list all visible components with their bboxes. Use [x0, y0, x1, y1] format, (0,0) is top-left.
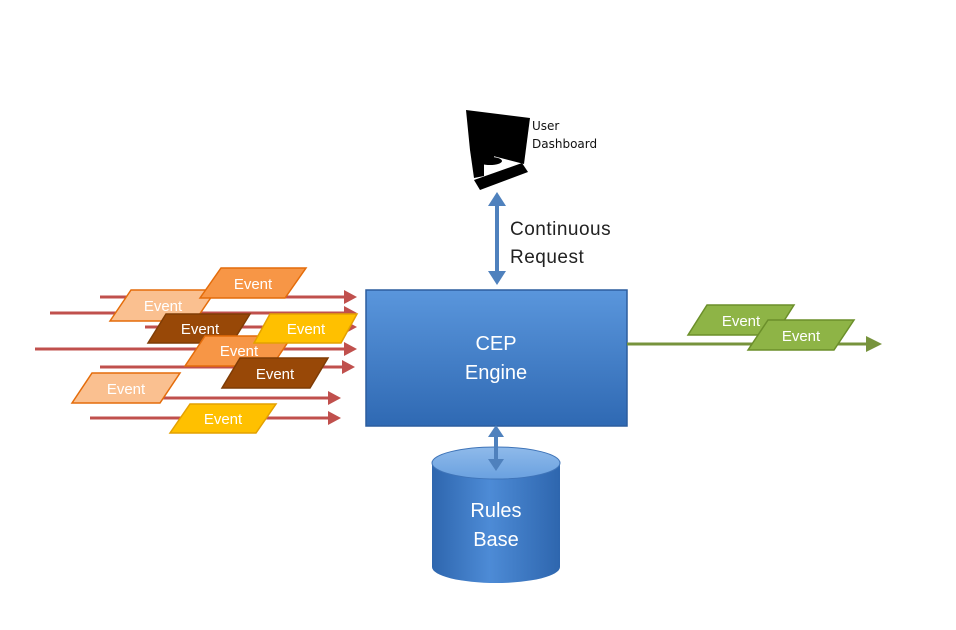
output-event-label: Event [782, 328, 821, 345]
input-arrow-head [328, 411, 341, 425]
input-event-label: Event [287, 321, 326, 338]
request-double-arrow [488, 192, 506, 285]
input-arrow-head [344, 342, 357, 356]
input-event-label: Event [220, 343, 259, 360]
output-event-box: Event [746, 319, 856, 351]
rules-label-line2: Base [473, 529, 519, 551]
input-event-box: Event [70, 372, 182, 404]
input-event-box: Event [168, 403, 278, 434]
output-event-label: Event [722, 313, 761, 330]
engine-label-line1: CEP [475, 333, 516, 355]
request-label-line1: Continuous [510, 219, 611, 240]
rules-label-line1: Rules [470, 500, 521, 522]
input-event-label: Event [144, 298, 183, 315]
input-event-label: Event [256, 366, 295, 383]
rules-double-arrow [488, 425, 504, 471]
input-arrow-head [344, 290, 357, 304]
input-event-box: Event [198, 267, 308, 299]
dashboard-label-line2: Dashboard [532, 137, 597, 151]
input-event-label: Event [181, 321, 220, 338]
input-arrow-head [342, 360, 355, 374]
dashboard-label-line1: User [532, 119, 559, 133]
input-event-label: Event [204, 411, 243, 428]
request-label-line2: Request [510, 247, 584, 268]
cep-engine-box: CEP Engine [365, 289, 628, 427]
input-arrow-head [328, 391, 341, 405]
input-event-box: Event [220, 357, 330, 389]
computer-monitor-icon [466, 110, 530, 190]
input-event-label: Event [107, 381, 146, 398]
input-event-box: Event [252, 313, 359, 344]
input-event-label: Event [234, 276, 273, 293]
engine-label-line2: Engine [465, 362, 527, 384]
